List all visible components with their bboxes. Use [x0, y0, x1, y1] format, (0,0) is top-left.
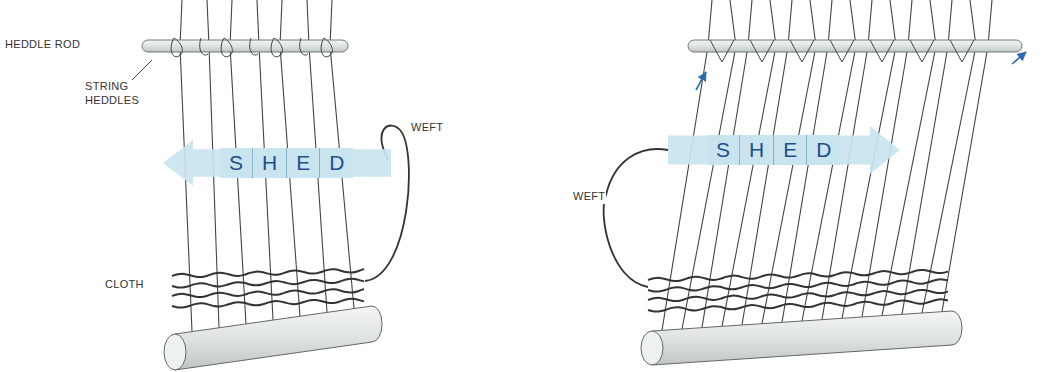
string-heddle [790, 40, 814, 62]
weft-row [648, 270, 948, 281]
cloth-beam [175, 306, 382, 370]
weft-row [648, 290, 948, 301]
shed-letter: E [773, 135, 806, 164]
string-heddle [710, 40, 734, 62]
shed-letters: SHED [707, 135, 840, 164]
string-heddle [830, 40, 854, 62]
cloth-beam [652, 311, 962, 365]
shed-letter: E [286, 148, 319, 177]
shed-letter: H [739, 135, 773, 164]
arrow-shape [668, 126, 900, 174]
lift-arrow [696, 72, 706, 90]
cloth-weave [172, 269, 364, 308]
shed-letter: D [319, 148, 353, 177]
weft-row [172, 279, 364, 288]
string-heddle [750, 40, 774, 62]
shed-letter: S [707, 135, 739, 164]
part-label: CLOTH [104, 278, 145, 292]
shed-arrow: SHED [668, 126, 900, 174]
cloth-beam [164, 334, 186, 370]
weft-yarn [365, 126, 409, 281]
string-heddle [200, 38, 208, 55]
heddle-rod [142, 40, 348, 52]
string-heddle [271, 38, 282, 57]
arrow-shape [163, 140, 391, 186]
string-heddle [171, 38, 182, 57]
weft-row [648, 299, 948, 311]
part-label: WEFT [572, 190, 606, 204]
shed-letter: H [252, 148, 286, 177]
lift-arrow [1012, 52, 1026, 64]
string-heddle [910, 40, 934, 62]
weft-yarn [604, 149, 668, 287]
string-heddle [870, 40, 894, 62]
part-label-multiline: STRING HEDDLES [84, 80, 146, 108]
leader-line [132, 60, 152, 80]
shed-letters: SHED [220, 148, 353, 177]
weft-row [172, 299, 364, 308]
shed-letter: D [806, 135, 840, 164]
weft-row [648, 279, 948, 291]
weft-row [172, 269, 364, 277]
shed-letter: S [220, 148, 252, 177]
string-heddle [221, 38, 232, 57]
heddle-rod [688, 40, 1022, 52]
part-label: WEFT [410, 121, 444, 135]
string-heddle [300, 38, 308, 55]
weft-row [172, 289, 364, 297]
part-label: HEDDLE ROD [4, 38, 81, 52]
string-heddles [710, 40, 974, 62]
string-heddle [250, 38, 258, 55]
string-heddle [321, 38, 332, 57]
cloth-beam [641, 331, 663, 365]
string-heddle [950, 40, 974, 62]
string-heddles [171, 38, 332, 57]
cloth-weave [648, 270, 948, 312]
shed-arrow: SHED [163, 140, 391, 186]
